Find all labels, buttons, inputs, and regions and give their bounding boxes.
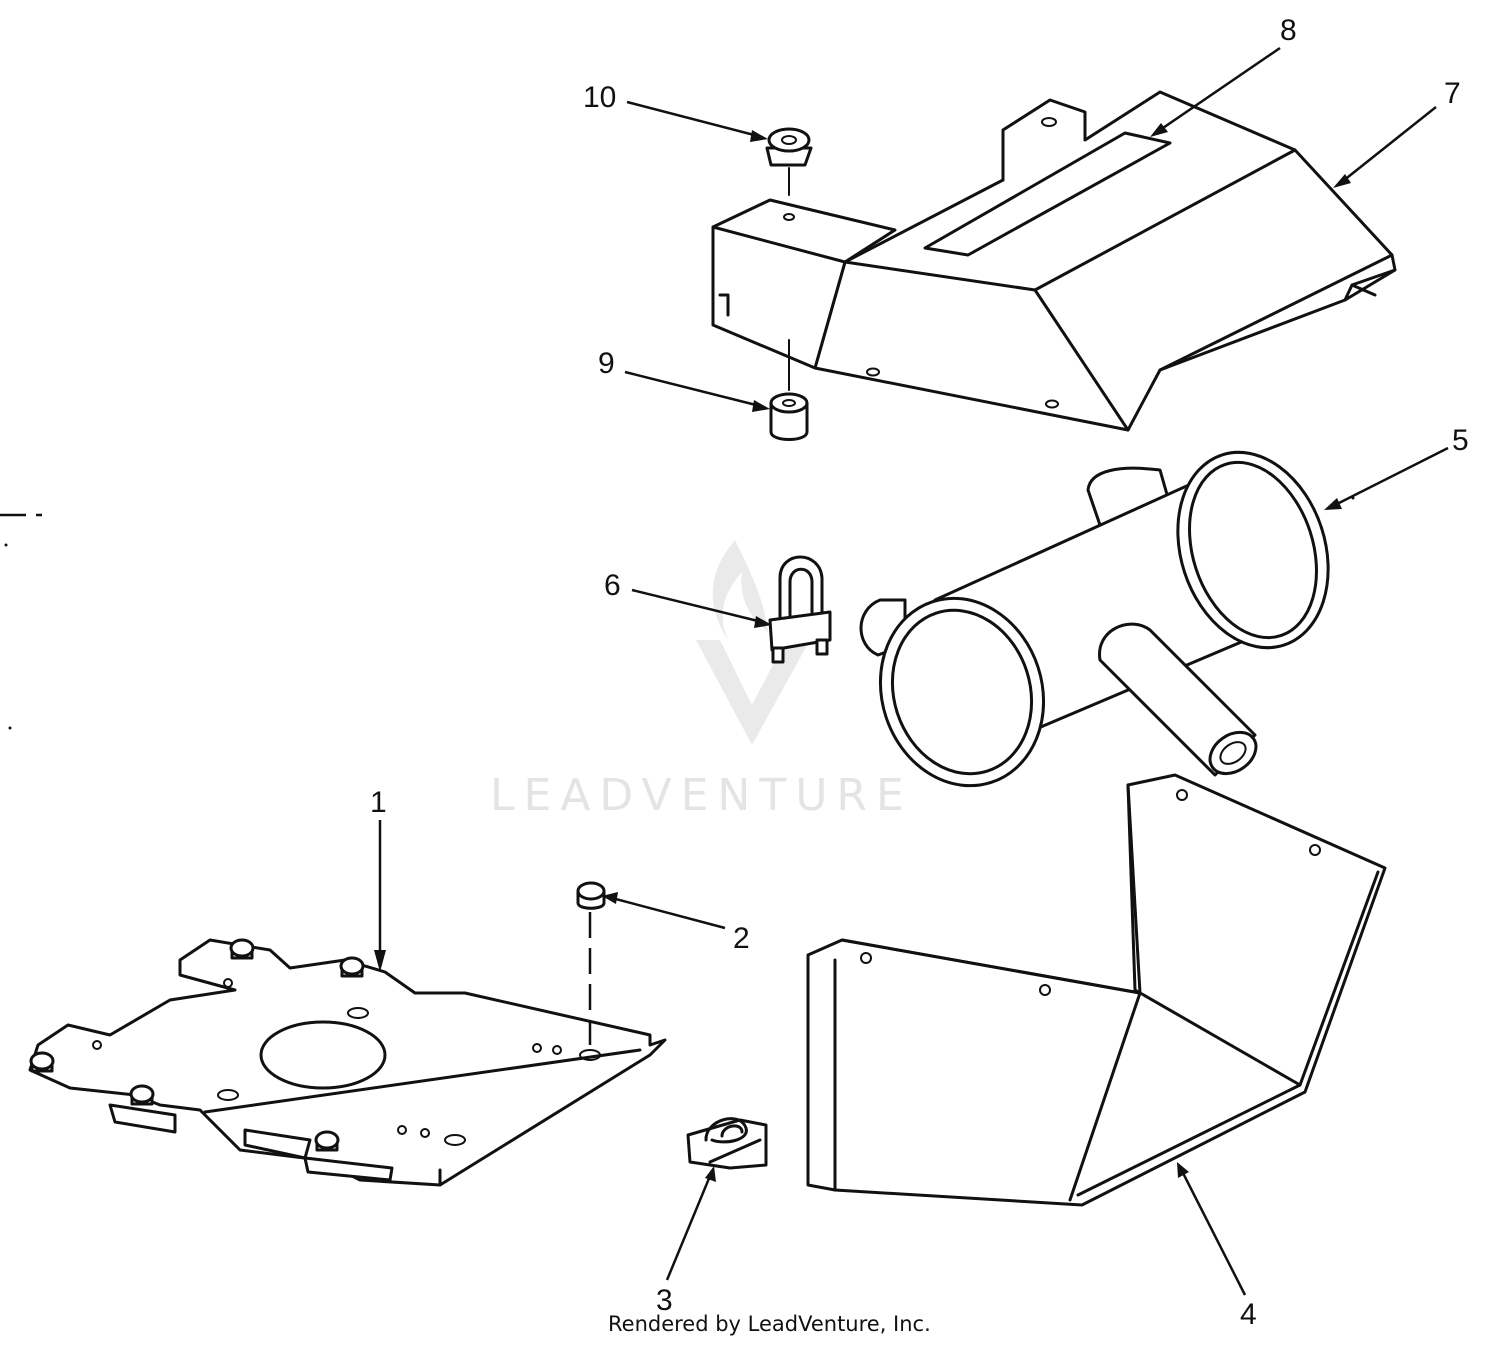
leadventure-watermark: LEADVENTURE bbox=[490, 540, 913, 821]
callout-7: 7 bbox=[1444, 77, 1461, 110]
callout-5: 5 bbox=[1452, 424, 1469, 457]
scan-marks bbox=[0, 496, 1355, 730]
part-4-lower-heat-shield bbox=[806, 773, 1387, 1207]
callout-8: 8 bbox=[1280, 14, 1297, 47]
callout-2: 2 bbox=[733, 922, 750, 955]
part-10-nut bbox=[765, 127, 813, 196]
part-7-heat-shield bbox=[711, 90, 1397, 432]
watermark-text: LEADVENTURE bbox=[490, 770, 913, 821]
part-6-u-bolt-clamp bbox=[768, 555, 832, 664]
part-8-label-plate bbox=[923, 131, 1172, 257]
part-2-nut bbox=[576, 881, 606, 1045]
part-3-spring-clip bbox=[686, 1117, 768, 1170]
part-1-mounting-plate bbox=[28, 938, 667, 1187]
part-9-spacer bbox=[769, 339, 809, 441]
plate-nuts bbox=[29, 938, 365, 1152]
callout-3: 3 bbox=[656, 1284, 673, 1317]
leader-lines bbox=[374, 46, 1449, 1296]
callout-numbers: 1 2 3 4 5 6 7 8 9 10 bbox=[370, 14, 1469, 1331]
callout-1: 1 bbox=[370, 786, 387, 819]
callout-4: 4 bbox=[1240, 1298, 1257, 1331]
callout-10: 10 bbox=[583, 81, 616, 114]
render-credit: Rendered by LeadVenture, Inc. bbox=[608, 1312, 931, 1336]
part-5-muffler bbox=[859, 450, 1330, 788]
callout-6: 6 bbox=[604, 569, 621, 602]
callout-9: 9 bbox=[598, 347, 615, 380]
leadventure-logo-mark bbox=[696, 540, 810, 745]
